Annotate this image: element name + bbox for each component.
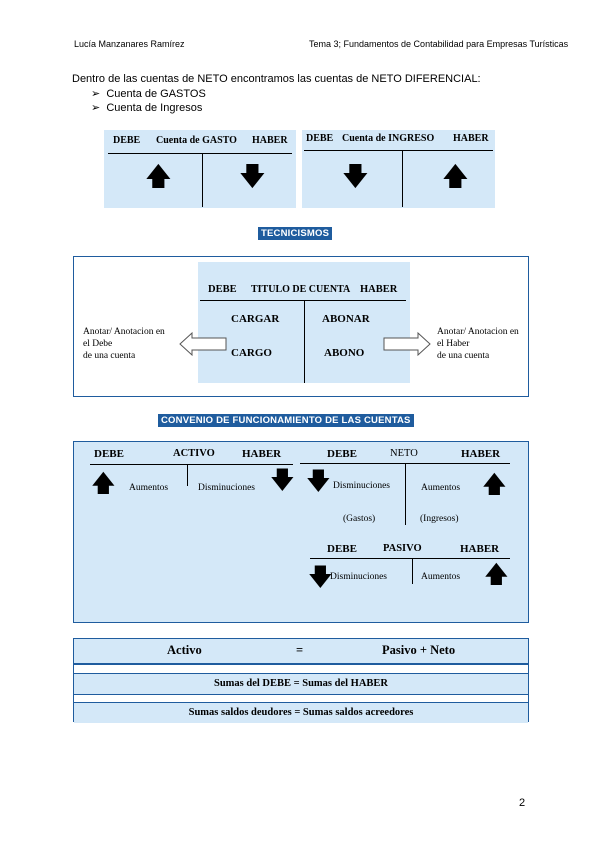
- pasivo-aumentos: Aumentos: [421, 572, 461, 582]
- neto-ingresos: (Ingresos): [420, 514, 459, 524]
- eq-sumas: Sumas del DEBE = Sumas del HABER: [213, 678, 389, 689]
- bullet-ingresos: ➢ Cuenta de Ingresos: [91, 102, 203, 114]
- tecnicismos-heading: TECNICISMOS: [258, 227, 333, 240]
- header-author: Lucía Manzanares Ramírez: [74, 39, 185, 49]
- header-topic: Tema 3; Fundamentos de Contabilidad para…: [309, 39, 569, 49]
- pasivo-disminuciones: Disminuciones: [330, 572, 387, 582]
- hollow-arrow-left-icon: [179, 331, 227, 357]
- gasto-debe-label: DEBE: [113, 135, 141, 146]
- ingreso-haber-label: HABER: [453, 133, 489, 144]
- intro-text: Dentro de las cuentas de NETO encontramo…: [72, 73, 481, 85]
- neto-title: NETO: [390, 448, 418, 459]
- tec-haber-label: HABER: [360, 284, 398, 295]
- activo-t-horizontal-line: [90, 464, 293, 465]
- tec-debe-label: DEBE: [208, 284, 237, 295]
- equation-row-activo: Activo = Pasivo + Neto: [74, 639, 528, 665]
- neto-haber-label: HABER: [461, 448, 501, 460]
- equation-row-sumas: Sumas del DEBE = Sumas del HABER: [74, 673, 528, 695]
- abonar-label: ABONAR: [322, 313, 370, 325]
- bullet-arrow-icon: ➢: [91, 102, 101, 114]
- pasivo-title: PASIVO: [383, 543, 422, 554]
- arrow-up-icon: 🡅: [482, 470, 507, 498]
- gasto-t-vertical-line: [202, 153, 203, 207]
- activo-debe-label: DEBE: [94, 448, 124, 460]
- activo-t-vertical-line: [187, 464, 188, 486]
- ingreso-title: Cuenta de INGRESO: [342, 133, 435, 144]
- arrow-up-icon: 🡅: [91, 469, 116, 497]
- titulo-cuenta-t-account: DEBE TITULO DE CUENTA HABER CARGAR ABONA…: [198, 262, 410, 383]
- arrow-up-icon: 🡅: [442, 162, 469, 192]
- ingreso-debe-label: DEBE: [306, 133, 334, 144]
- tec-title: TITULO DE CUENTA: [251, 284, 351, 295]
- neto-t-vertical-line: [405, 463, 406, 525]
- neto-aumentos: Aumentos: [421, 483, 461, 493]
- ingreso-t-vertical-line: [402, 150, 403, 207]
- cargo-label: CARGO: [231, 347, 272, 359]
- gasto-haber-label: HABER: [252, 135, 288, 146]
- gasto-t-horizontal-line: [108, 153, 292, 154]
- ingreso-t-horizontal-line: [304, 150, 493, 151]
- pasivo-haber-label: HABER: [460, 543, 500, 555]
- convenio-heading: CONVENIO DE FUNCIONAMIENTO DE LAS CUENTA…: [158, 414, 414, 427]
- eq-activo: Activo: [167, 643, 202, 657]
- arrow-down-icon: 🡇: [270, 466, 295, 494]
- page-number: 2: [519, 797, 526, 809]
- pasivo-t-horizontal-line: [310, 558, 510, 559]
- hollow-arrow-right-icon: [383, 331, 431, 357]
- cargar-label: CARGAR: [231, 313, 280, 325]
- eq-pasivo-neto: Pasivo + Neto: [382, 643, 456, 657]
- activo-disminuciones: Disminuciones: [198, 483, 255, 493]
- right-note: Anotar/ Anotacion en el Haber de una cue…: [437, 327, 519, 361]
- equations-box: Activo = Pasivo + Neto Sumas del DEBE = …: [73, 638, 529, 723]
- activo-aumentos: Aumentos: [129, 483, 169, 493]
- bullet-arrow-icon: ➢: [91, 88, 101, 100]
- arrow-up-icon: 🡅: [145, 162, 172, 192]
- arrow-down-icon: 🡇: [306, 467, 331, 495]
- activo-title: ACTIVO: [173, 448, 215, 459]
- tec-t-vertical-line: [304, 300, 305, 383]
- tecnicismos-box: [73, 256, 529, 397]
- pasivo-debe-label: DEBE: [327, 543, 357, 555]
- arrow-down-icon: 🡇: [308, 563, 333, 591]
- tec-t-horizontal-line: [200, 300, 406, 301]
- gasto-t-account: DEBE Cuenta de GASTO HABER 🡅 🡇: [104, 130, 296, 208]
- eq-equals: =: [296, 643, 304, 657]
- pasivo-t-vertical-line: [412, 558, 413, 584]
- arrow-down-icon: 🡇: [239, 162, 266, 192]
- left-note: Anotar/ Anotacion en el Debe de una cuen…: [83, 327, 165, 361]
- eq-saldos: Sumas saldos deudores = Sumas saldos acr…: [188, 707, 414, 718]
- equation-row-saldos: Sumas saldos deudores = Sumas saldos acr…: [74, 702, 528, 723]
- neto-disminuciones: Disminuciones: [333, 481, 390, 491]
- arrow-up-icon: 🡅: [484, 560, 509, 588]
- neto-debe-label: DEBE: [327, 448, 357, 460]
- bullet-gastos: ➢ Cuenta de GASTOS: [91, 88, 206, 100]
- convenio-box: [73, 441, 529, 623]
- ingreso-t-account: DEBE Cuenta de INGRESO HABER 🡇 🡅: [302, 130, 495, 208]
- neto-gastos: (Gastos): [343, 514, 376, 524]
- activo-haber-label: HABER: [242, 448, 282, 460]
- arrow-down-icon: 🡇: [342, 162, 369, 192]
- abono-label: ABONO: [324, 347, 365, 359]
- gasto-title: Cuenta de GASTO: [156, 135, 237, 146]
